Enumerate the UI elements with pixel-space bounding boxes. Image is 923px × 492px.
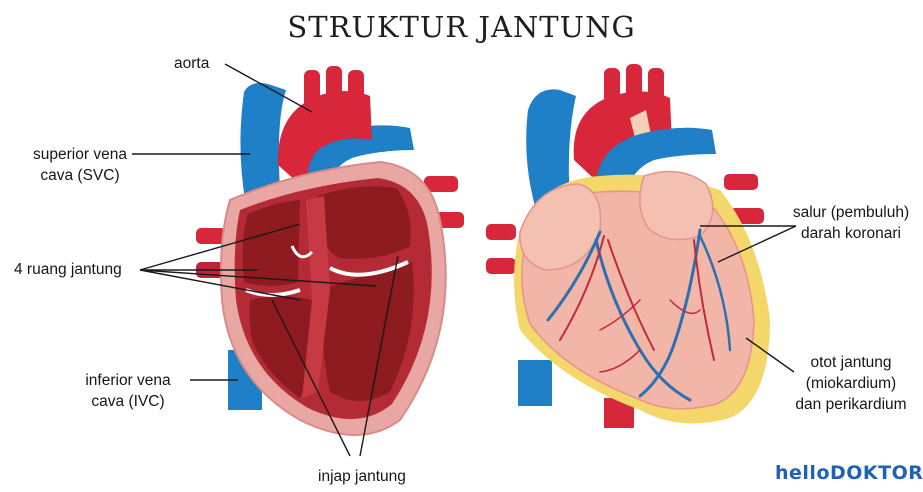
label-coronary: salur (pembuluh) darah koronari: [786, 202, 916, 244]
pulmonary-vein: [486, 258, 516, 274]
label-aorta: aorta: [174, 53, 209, 74]
label-ivc: inferior vena cava (IVC): [68, 370, 188, 412]
label-ivc-line2: cava (IVC): [68, 391, 188, 412]
left-atrial-appendage: [640, 172, 713, 240]
pulmonary-vein: [724, 174, 758, 190]
right-atrium: [243, 200, 300, 286]
logo-part-doktor: DOKTOR: [830, 462, 923, 484]
label-muscle-line2: (miokardium): [786, 373, 916, 394]
hellodoktor-logo: helloDOKTOR: [775, 462, 923, 484]
label-chambers: 4 ruang jantung: [14, 259, 122, 280]
label-valves: injap jantung: [318, 466, 406, 487]
label-ivc-line1: inferior vena: [68, 370, 188, 391]
aorta-branch: [348, 70, 364, 108]
pulmonary-vein: [486, 224, 516, 240]
inferior-vena-cava-vessel: [518, 360, 552, 406]
label-coronary-line2: darah koronari: [786, 223, 916, 244]
aorta-branch: [604, 68, 620, 106]
label-svc-line1: superior vena: [24, 144, 136, 165]
label-coronary-line1: salur (pembuluh): [786, 202, 916, 223]
label-aorta-text: aorta: [174, 55, 209, 72]
label-valves-text: injap jantung: [318, 468, 406, 485]
logo-part-hello: hello: [775, 462, 830, 484]
label-chambers-text: 4 ruang jantung: [14, 261, 122, 278]
aorta-branch: [326, 66, 342, 106]
aorta-branch: [304, 70, 320, 110]
label-muscle-line3: dan perikardium: [786, 394, 916, 415]
label-muscle: otot jantung (miokardium) dan perikardiu…: [786, 352, 916, 415]
left-atrium: [318, 186, 411, 259]
aorta-branch: [648, 68, 664, 106]
heart-exterior: [486, 64, 770, 428]
label-svc: superior vena cava (SVC): [24, 144, 136, 186]
label-muscle-line1: otot jantung: [786, 352, 916, 373]
label-svc-line2: cava (SVC): [24, 165, 136, 186]
aorta-branch: [626, 64, 642, 104]
